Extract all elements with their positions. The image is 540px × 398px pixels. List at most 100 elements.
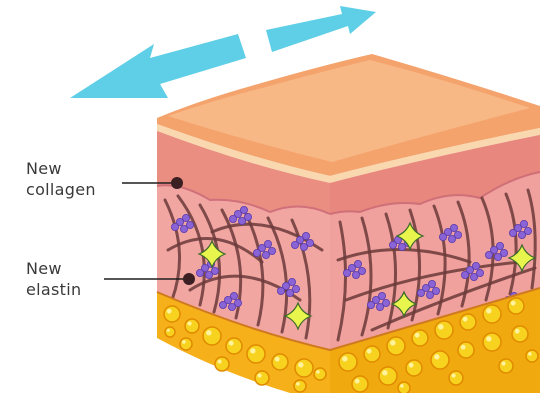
fat-globule xyxy=(435,321,453,339)
fat-globule-highlight xyxy=(187,321,191,325)
elastin-dot xyxy=(180,225,187,232)
fat-globule xyxy=(255,371,269,385)
elastin-dot xyxy=(291,241,298,248)
fat-globule xyxy=(164,306,180,322)
elastin-dot xyxy=(450,224,457,231)
fat-globule-highlight xyxy=(415,333,420,338)
fat-globule xyxy=(295,359,313,377)
fat-globule xyxy=(398,382,410,393)
elastin-dot xyxy=(439,233,446,240)
elastin-dot xyxy=(219,301,226,308)
fat-globule xyxy=(508,298,524,314)
fat-globule-highlight xyxy=(275,357,280,362)
elastin-dot xyxy=(389,241,396,248)
fat-globule xyxy=(499,359,513,373)
label-new-collagen: New collagen xyxy=(26,158,96,200)
elastin-dot xyxy=(343,269,350,276)
fat-globule xyxy=(339,353,357,371)
fat-globule xyxy=(526,350,538,362)
fat-globule-highlight xyxy=(206,330,211,335)
elastin-dot xyxy=(426,291,433,298)
fat-globule xyxy=(180,338,192,350)
elastin-dot xyxy=(196,269,203,276)
fat-globule xyxy=(272,354,288,370)
label-new-elastin: New elastin xyxy=(26,258,81,300)
fat-globule-highlight xyxy=(486,336,491,341)
elastin-dot xyxy=(229,215,236,222)
elastin-dot xyxy=(253,249,260,256)
elastin-dot xyxy=(367,301,374,308)
elastin-pointer-dot xyxy=(183,273,195,285)
fat-globule xyxy=(483,305,501,323)
fat-globule xyxy=(460,314,476,330)
elastin-dot xyxy=(286,289,293,296)
elastin-dot xyxy=(354,260,361,267)
fat-globule xyxy=(483,333,501,351)
elastin-dot xyxy=(240,206,247,213)
elastin-dot xyxy=(470,273,477,280)
fat-globule xyxy=(185,319,199,333)
fat-globule-highlight xyxy=(298,362,303,367)
fat-globule-highlight xyxy=(409,363,414,368)
elastin-dot xyxy=(264,240,271,247)
elastin-dot xyxy=(238,217,245,224)
fat-globule-highlight xyxy=(400,384,404,388)
elastin-dot xyxy=(262,251,269,258)
fat-globule-highlight xyxy=(367,349,372,354)
fat-globule-highlight xyxy=(167,309,172,314)
fat-globule xyxy=(203,327,221,345)
fat-globule-highlight xyxy=(434,354,439,359)
elastin-dot xyxy=(228,303,235,310)
elastin-dot xyxy=(230,292,237,299)
elastin-dot xyxy=(494,253,501,260)
collagen-pointer-dot xyxy=(171,177,183,189)
stretch-arrow-right xyxy=(266,6,376,52)
elastin-dot xyxy=(352,271,359,278)
elastin-dot xyxy=(398,243,405,250)
elastin-dot xyxy=(182,214,189,221)
fat-globule-highlight xyxy=(390,340,395,345)
fat-globule-highlight xyxy=(511,301,516,306)
elastin-dot xyxy=(302,232,309,239)
elastin-dot xyxy=(277,287,284,294)
fat-globule-highlight xyxy=(229,341,234,346)
elastin-dot xyxy=(472,262,479,269)
elastin-dot xyxy=(518,231,525,238)
fat-globule-highlight xyxy=(382,370,387,375)
fat-globule-highlight xyxy=(486,308,491,313)
fat-globule xyxy=(406,360,422,376)
elastin-dot xyxy=(171,223,178,230)
fat-globule xyxy=(431,351,449,369)
fat-globule-highlight xyxy=(182,340,186,344)
elastin-dot xyxy=(461,271,468,278)
fat-globule xyxy=(458,342,474,358)
fat-globule-highlight xyxy=(342,356,347,361)
fat-globule-highlight xyxy=(316,370,320,374)
elastin-dot xyxy=(485,251,492,258)
fat-globule-highlight xyxy=(257,373,261,377)
fat-globule-highlight xyxy=(217,359,221,363)
label-new-collagen-line2: collagen xyxy=(26,179,96,200)
fat-globule-highlight xyxy=(296,382,300,386)
fat-globule-highlight xyxy=(250,348,255,353)
elastin-dot xyxy=(288,278,295,285)
fat-globule xyxy=(165,327,175,337)
fat-globule xyxy=(294,380,306,392)
fat-globule-highlight xyxy=(528,352,532,356)
fat-globule-highlight xyxy=(463,317,468,322)
fat-globule-highlight xyxy=(355,379,360,384)
fat-globule xyxy=(247,345,265,363)
elastin-dot xyxy=(520,220,527,227)
fat-globule xyxy=(215,357,229,371)
elastin-dot xyxy=(496,242,503,249)
fat-globule xyxy=(352,376,368,392)
stretch-arrow-left xyxy=(70,34,246,98)
elastin-dot xyxy=(417,289,424,296)
fat-globule-highlight xyxy=(451,373,455,377)
label-new-collagen-line1: New xyxy=(26,158,96,179)
elastin-dot xyxy=(448,235,455,242)
fat-globule xyxy=(379,367,397,385)
fat-globule xyxy=(412,330,428,346)
fat-globule-highlight xyxy=(461,345,466,350)
